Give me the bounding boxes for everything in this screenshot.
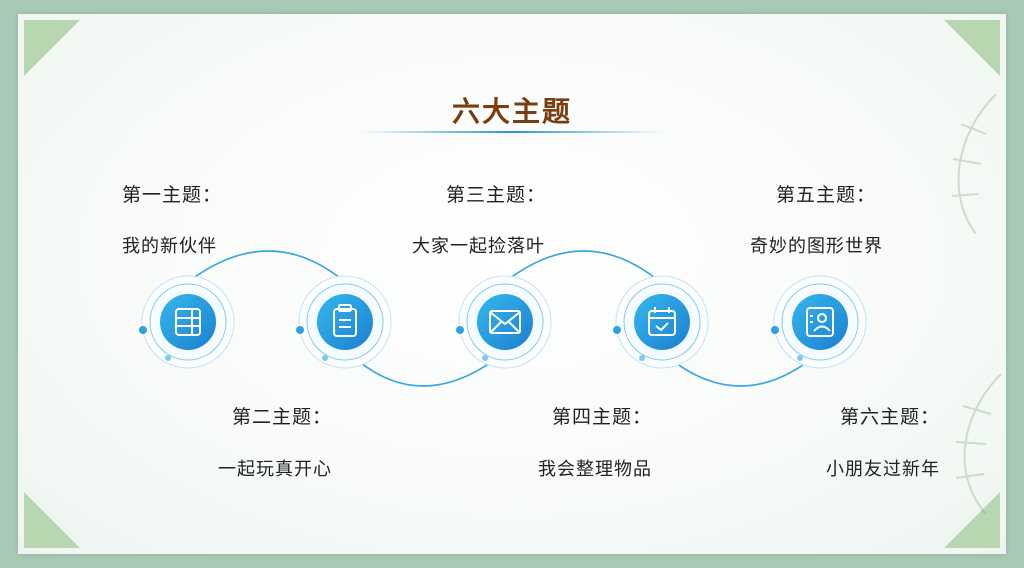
topic-node-2 xyxy=(296,275,392,369)
calendar-icon xyxy=(648,307,676,336)
topic-node-3 xyxy=(456,275,552,369)
topic-5-label: 第五主题： xyxy=(776,184,877,206)
topic-2-name: 一起玩真开心 xyxy=(218,459,332,480)
topic-node-4 xyxy=(613,275,709,369)
topic-3-label: 第三主题： xyxy=(446,184,547,206)
leaf-decoration-icon xyxy=(951,93,1002,515)
topic-4-name: 我会整理物品 xyxy=(538,459,652,480)
topic-3-name: 大家一起捡落叶 xyxy=(412,236,545,257)
topic-4-label: 第四主题： xyxy=(552,406,653,428)
connector-arc-2-3 xyxy=(347,351,506,387)
corner-triangle-bottom-left xyxy=(24,492,80,548)
page-title: 六大主题 xyxy=(451,95,572,128)
title-underline xyxy=(360,131,664,133)
topic-1-name: 我的新伙伴 xyxy=(122,236,217,257)
envelope-icon xyxy=(489,310,521,334)
topic-6-name: 小朋友过新年 xyxy=(826,459,940,480)
connector-arc-1-2 xyxy=(187,250,346,283)
topic-5-name: 奇妙的图形世界 xyxy=(750,236,883,257)
corner-triangle-top-right xyxy=(944,20,1000,76)
connector-arc-3-4 xyxy=(504,250,661,283)
id-card-icon xyxy=(806,307,834,337)
topic-node-5 xyxy=(771,275,867,369)
topic-1-label: 第一主题： xyxy=(122,184,223,206)
corner-triangle-top-left xyxy=(24,20,80,76)
topic-2-label: 第二主题： xyxy=(232,406,333,428)
clipboard-icon xyxy=(333,304,357,337)
book-stack-icon xyxy=(175,308,201,336)
connector-arc-4-5 xyxy=(661,351,821,387)
topic-6-label: 第六主题： xyxy=(840,406,941,428)
topic-node-1 xyxy=(139,275,235,369)
corner-triangle-bottom-right xyxy=(944,492,1000,548)
